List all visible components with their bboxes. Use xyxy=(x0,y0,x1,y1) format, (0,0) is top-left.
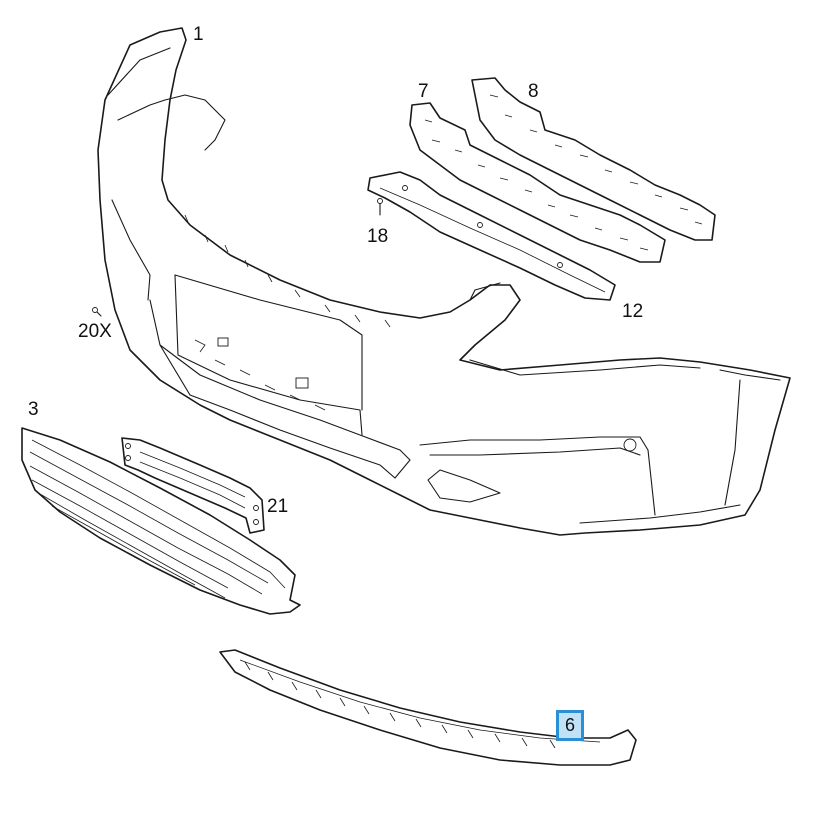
screw-20x-part[interactable] xyxy=(92,307,102,317)
bracket-plate-8-part[interactable] xyxy=(471,77,716,241)
callout-label-12[interactable]: 12 xyxy=(622,301,644,322)
bracket-21-part[interactable] xyxy=(121,437,265,534)
clip-18-part[interactable] xyxy=(377,198,383,216)
callout-label-8[interactable]: 8 xyxy=(528,81,539,102)
callout-label-6-selected[interactable]: 6 xyxy=(556,710,585,741)
callout-label-7[interactable]: 7 xyxy=(418,81,429,102)
callout-label-21[interactable]: 21 xyxy=(267,496,289,517)
callout-label-1[interactable]: 1 xyxy=(193,24,204,45)
reinforcement-12-part[interactable] xyxy=(367,171,616,301)
lower-grille-3-part[interactable] xyxy=(21,427,301,615)
callout-label-3[interactable]: 3 xyxy=(28,399,39,420)
callout-label-18[interactable]: 18 xyxy=(367,226,389,247)
bracket-plate-7-part[interactable] xyxy=(409,102,666,263)
callout-label-20x[interactable]: 20X xyxy=(78,321,112,342)
front-bumper-cover-part[interactable] xyxy=(97,27,791,536)
lower-trim-strip-6-part[interactable] xyxy=(219,649,637,766)
